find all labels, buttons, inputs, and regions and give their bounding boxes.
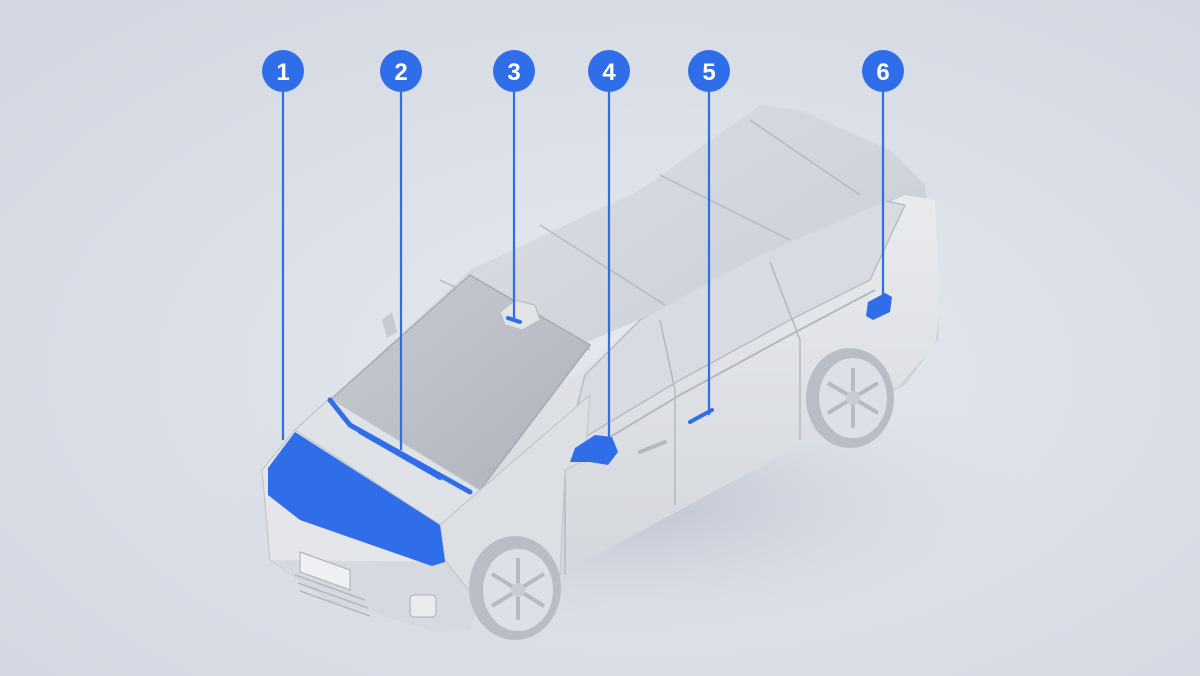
- marker-6[interactable]: 6: [862, 50, 904, 92]
- fog-light: [409, 594, 437, 618]
- marker-2[interactable]: 2: [380, 50, 422, 92]
- roof-sensor-highlight[interactable]: [506, 316, 522, 324]
- marker-1[interactable]: 1: [262, 50, 304, 92]
- side-mirror-highlight[interactable]: [570, 435, 618, 465]
- grille: [294, 574, 371, 617]
- marker-2-label: 2: [394, 59, 407, 86]
- highlighted-parts: [268, 293, 892, 566]
- rear-wheel: [806, 348, 894, 448]
- front-panel-highlight[interactable]: [268, 432, 445, 566]
- front-wheel: [469, 536, 561, 640]
- side-crease: [579, 289, 876, 456]
- door-seam-front: [659, 319, 676, 505]
- fuel-cap-highlight[interactable]: [866, 293, 892, 320]
- marker-4[interactable]: 4: [588, 50, 630, 92]
- front-fender: [439, 393, 591, 606]
- front-door-handle: [638, 440, 667, 454]
- door-seam-rear: [769, 261, 801, 440]
- marker-3[interactable]: 3: [493, 50, 535, 92]
- marker-1-label: 1: [276, 59, 289, 86]
- wiper-highlight[interactable]: [327, 397, 473, 495]
- roof-seam-3: [659, 174, 791, 241]
- roof-seam-4: [749, 119, 861, 196]
- left-mirror: [382, 312, 397, 338]
- wiper-arm-highlight[interactable]: [358, 430, 442, 480]
- license-plate: [299, 551, 351, 591]
- marker-4-label: 4: [602, 59, 616, 86]
- roof-seam-2: [539, 224, 666, 306]
- marker-5-label: 5: [702, 59, 715, 86]
- marker-6-label: 6: [876, 59, 889, 86]
- marker-3-label: 3: [507, 59, 520, 86]
- callout-lines: [281, 71, 885, 455]
- marker-5[interactable]: 5: [688, 50, 730, 92]
